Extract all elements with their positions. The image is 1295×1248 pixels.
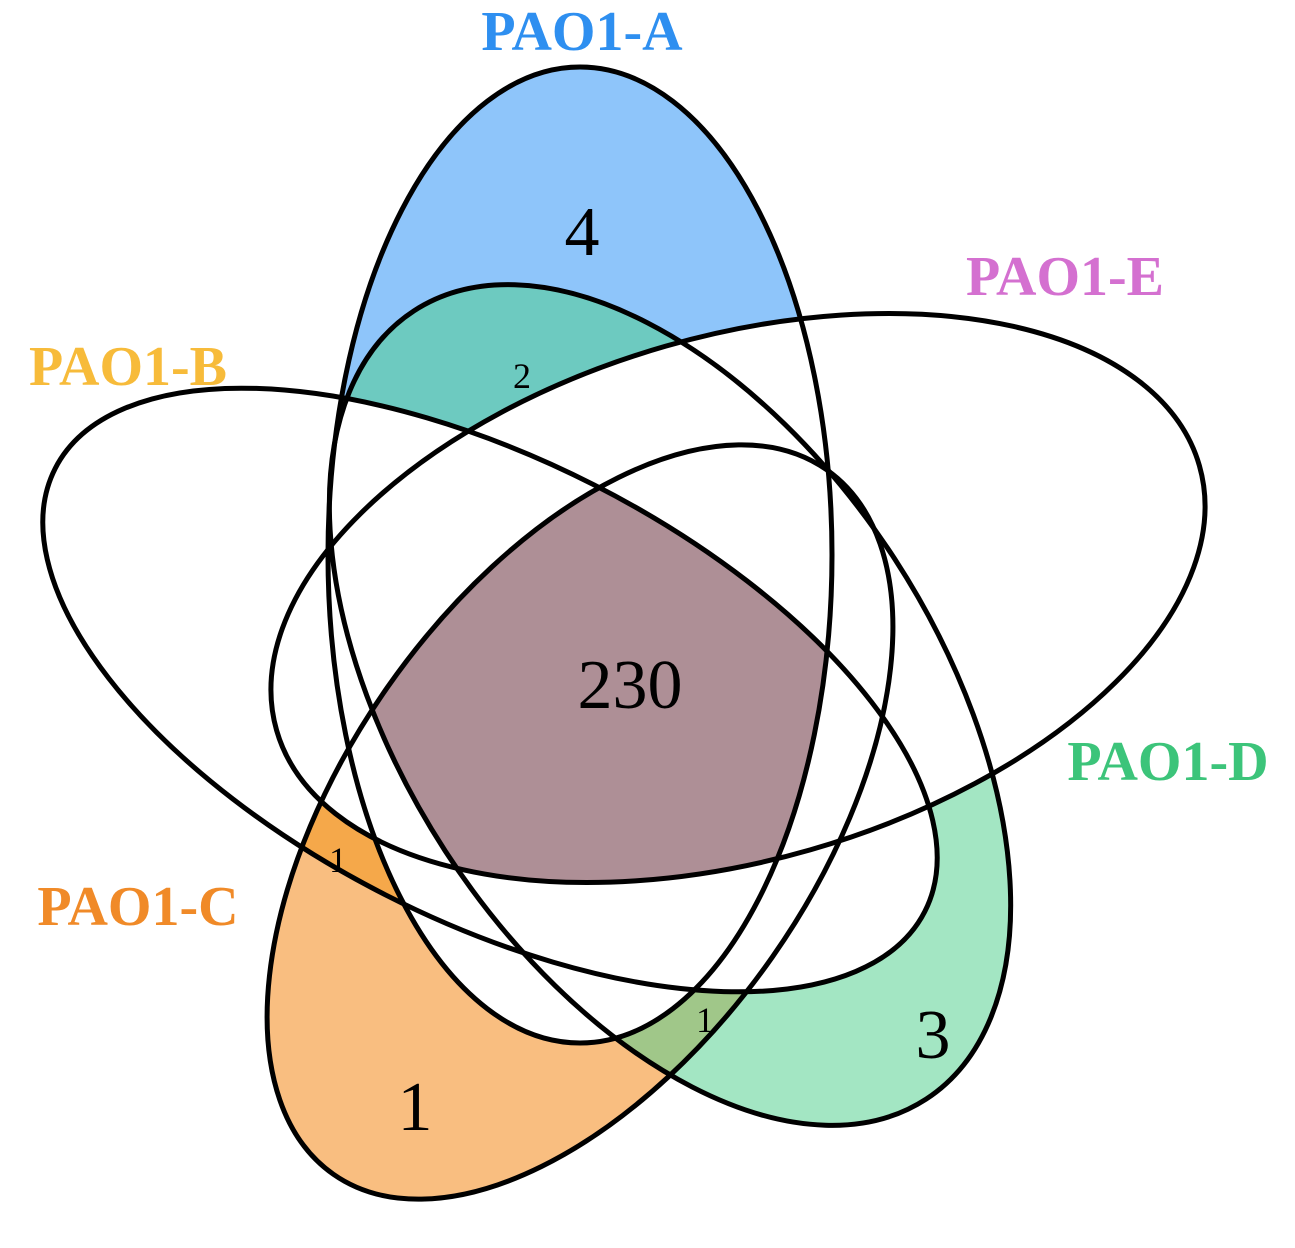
count-a-only: 4 [565, 194, 600, 271]
count-d-only: 3 [916, 997, 951, 1074]
set-label-c: PAO1-C [37, 876, 238, 938]
count-a-d: 2 [513, 356, 531, 396]
set-e-outline [268, 311, 1208, 885]
count-b-c: 1 [329, 840, 347, 880]
region-all-five [328, 444, 832, 983]
set-label-d: PAO1-D [1067, 731, 1268, 793]
set-d-outline [326, 282, 1014, 1128]
set-b-outline [40, 385, 940, 995]
set-label-e: PAO1-E [966, 246, 1164, 308]
set-a-outline [325, 64, 835, 1046]
set-c-outline [264, 442, 896, 1202]
set-label-a: PAO1-A [481, 1, 683, 63]
count-c-d: 1 [696, 1000, 714, 1040]
set-label-b: PAO1-B [29, 336, 227, 398]
count-all-five: 230 [578, 647, 683, 724]
count-c-only: 1 [398, 1069, 433, 1146]
